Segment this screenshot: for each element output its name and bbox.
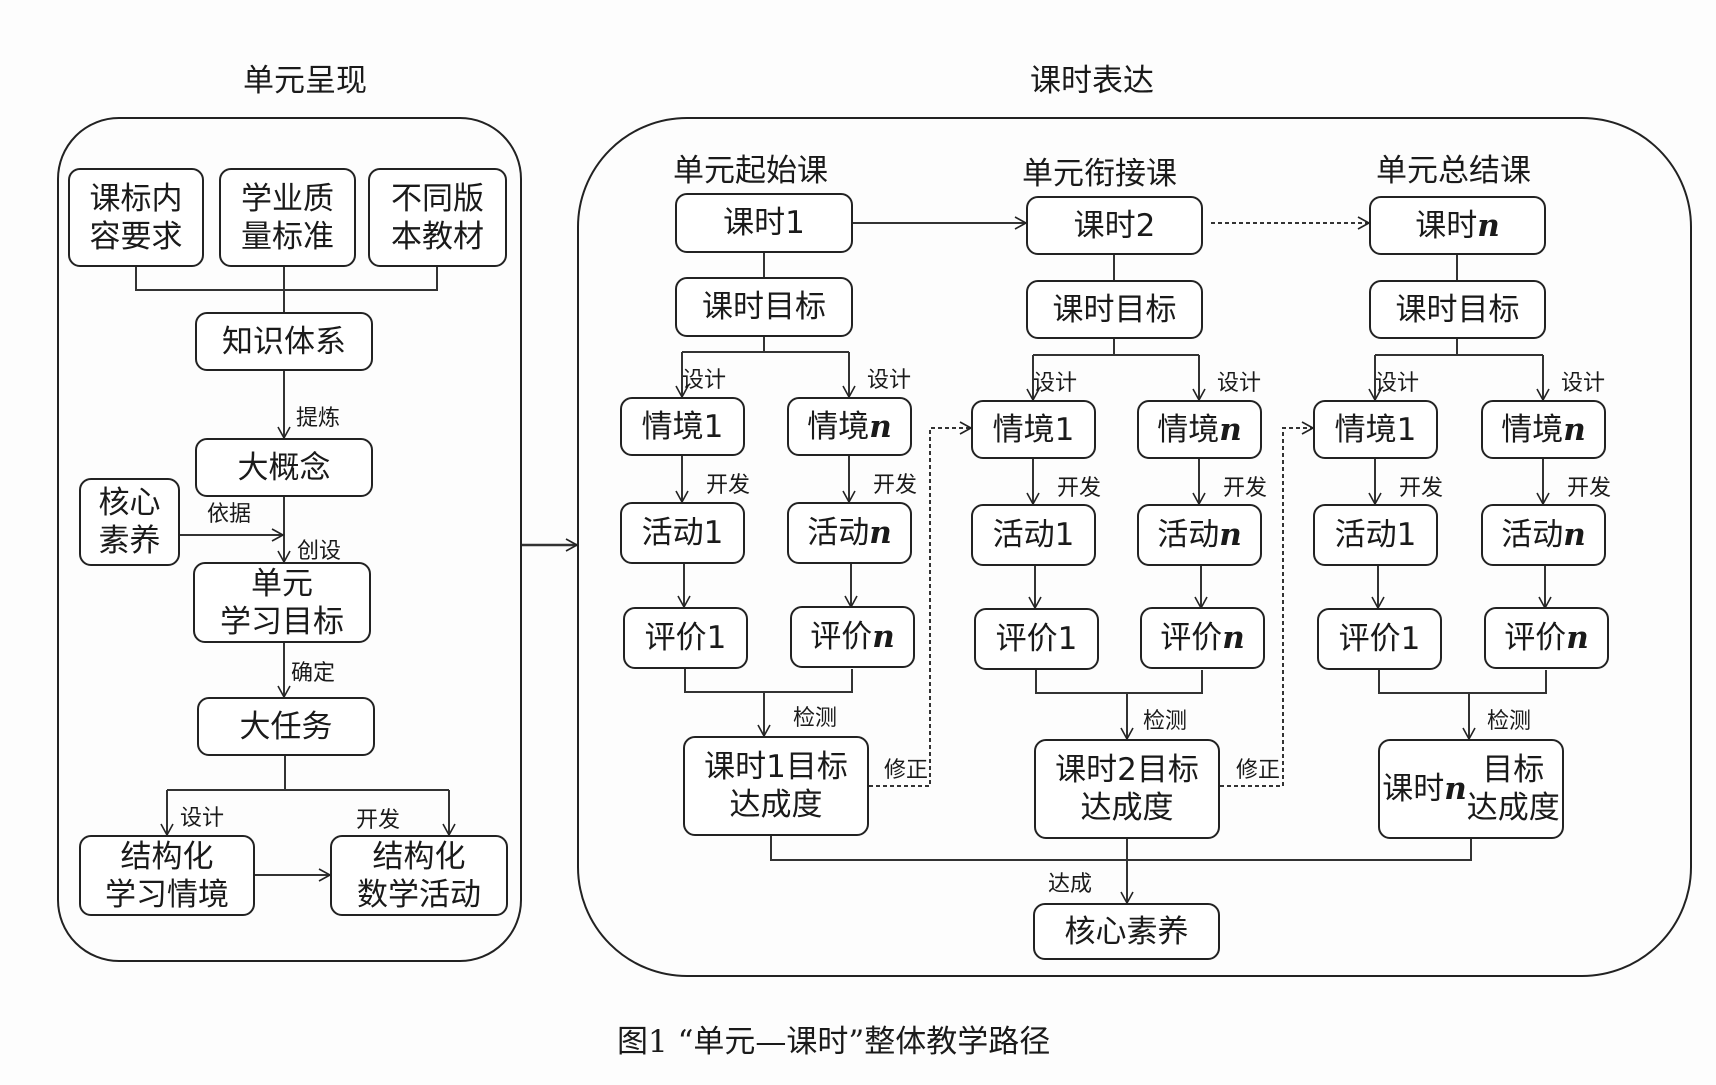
edge-label-design: 设计 bbox=[1375, 371, 1420, 396]
big-task-box: 大任务 bbox=[197, 697, 375, 756]
attainment-merge-line bbox=[770, 836, 1472, 861]
correct-arrow bbox=[1220, 421, 1315, 787]
column-heading: 单元总结课 bbox=[1376, 153, 1531, 189]
edge-label-achieve: 达成 bbox=[1048, 872, 1093, 897]
knowledge-system-box: 知识体系 bbox=[195, 312, 373, 371]
edge-label-correct: 修正 bbox=[1236, 758, 1281, 783]
edge-label-correct: 修正 bbox=[884, 758, 929, 783]
edge-label-develop: 开发 bbox=[1567, 476, 1612, 501]
eval-1-box: 评价1 bbox=[1317, 608, 1442, 670]
edge-label-design: 设计 bbox=[1217, 371, 1262, 396]
lesson-goal-box: 课时目标 bbox=[1369, 280, 1546, 339]
core-literacy-side-box: 核心 素养 bbox=[79, 478, 180, 566]
context-1-box: 情境1 bbox=[1313, 400, 1438, 459]
eval-1-box: 评价1 bbox=[623, 607, 748, 669]
edge-label-create: 创设 bbox=[297, 539, 342, 564]
edge-label-detect: 检测 bbox=[1143, 709, 1188, 734]
unit-goal-box: 单元 学习目标 bbox=[193, 562, 371, 643]
edge-label-develop: 开发 bbox=[1223, 476, 1268, 501]
lesson-goal-box: 课时目标 bbox=[1026, 280, 1203, 339]
edge-label-design: 设计 bbox=[867, 368, 912, 393]
edge-label-develop: 开发 bbox=[356, 808, 401, 833]
lesson-goal-box: 课时目标 bbox=[675, 277, 853, 337]
eval-merge-line bbox=[1378, 670, 1547, 694]
edge-label-determine: 确定 bbox=[291, 661, 336, 686]
big-concept-box: 大概念 bbox=[195, 438, 373, 497]
edge-label-design: 设计 bbox=[180, 806, 225, 831]
lesson-box: 课时2 bbox=[1026, 196, 1203, 255]
lesson-expression-title: 课时表达 bbox=[1030, 63, 1154, 99]
structured-activity-box: 结构化 数学活动 bbox=[330, 835, 508, 916]
unit-presentation-title: 单元呈现 bbox=[243, 63, 367, 99]
structured-context-box: 结构化 学习情境 bbox=[79, 835, 255, 916]
edge-label-design: 设计 bbox=[682, 368, 727, 393]
correct-arrow bbox=[869, 421, 973, 787]
edge-label-design: 设计 bbox=[1033, 371, 1078, 396]
edge-label-basis: 依据 bbox=[207, 502, 252, 527]
core-literacy-box: 核心素养 bbox=[1033, 903, 1220, 960]
edge-label-develop: 开发 bbox=[1399, 476, 1444, 501]
activity-1-box: 活动1 bbox=[1313, 504, 1438, 566]
eval-merge-line bbox=[684, 669, 853, 693]
edge-label-develop: 开发 bbox=[873, 473, 918, 498]
lesson-box: 课时1 bbox=[675, 193, 853, 253]
source-curriculum-box: 课标内 容要求 bbox=[68, 168, 204, 267]
attainment-box: 课时1目标 达成度 bbox=[683, 736, 869, 836]
unit-panel-frame bbox=[57, 117, 522, 962]
attainment-box: 课时2目标 达成度 bbox=[1034, 739, 1220, 839]
edge-label-design: 设计 bbox=[1561, 371, 1606, 396]
context-1-box: 情境1 bbox=[971, 400, 1096, 459]
column-heading: 单元衔接课 bbox=[1022, 156, 1177, 192]
eval-1-box: 评价1 bbox=[974, 608, 1099, 670]
lesson-panel-frame bbox=[577, 117, 1692, 977]
figure-caption: 图1 “单元—课时”整体教学路径 bbox=[617, 1024, 1051, 1060]
edge-label-develop: 开发 bbox=[706, 473, 751, 498]
activity-1-box: 活动1 bbox=[971, 504, 1096, 566]
edge-label-detect: 检测 bbox=[793, 706, 838, 731]
edge-label-detect: 检测 bbox=[1487, 709, 1532, 734]
edge-label-develop: 开发 bbox=[1057, 476, 1102, 501]
eval-merge-line bbox=[1035, 670, 1203, 694]
column-heading: 单元起始课 bbox=[673, 153, 828, 189]
activity-1-box: 活动1 bbox=[620, 502, 745, 564]
source-textbook-box: 不同版 本教材 bbox=[368, 168, 507, 267]
source-quality-box: 学业质 量标准 bbox=[219, 168, 356, 267]
context-1-box: 情境1 bbox=[620, 397, 745, 456]
edge-label-refine: 提炼 bbox=[296, 406, 341, 431]
sources-merge-line bbox=[135, 267, 438, 291]
